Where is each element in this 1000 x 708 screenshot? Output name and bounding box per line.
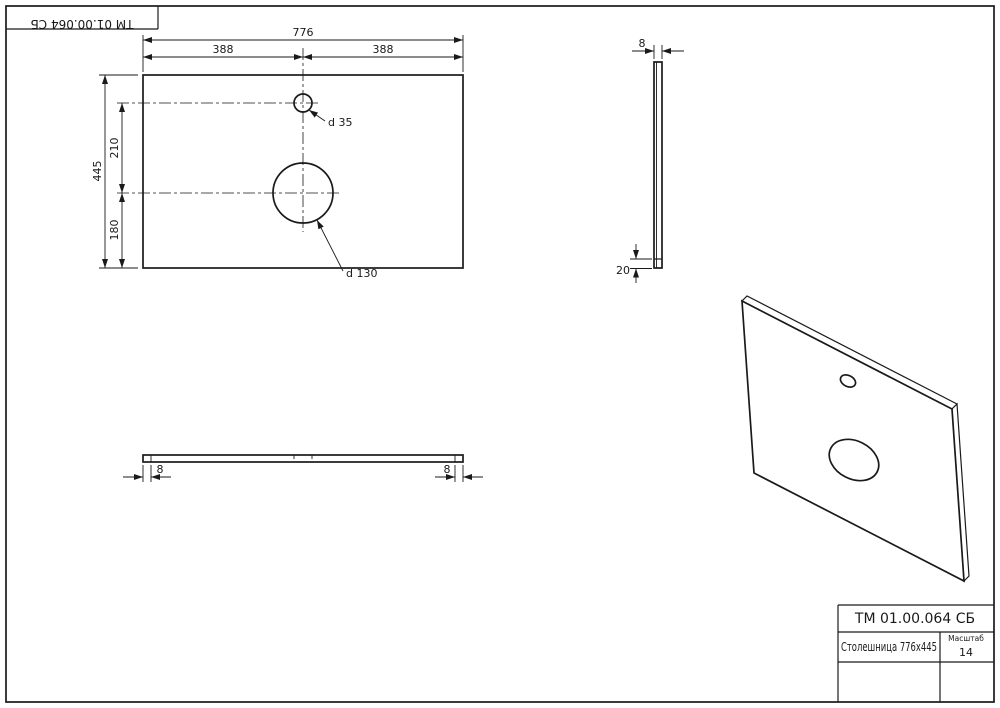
iso-faucet-hole	[839, 374, 857, 388]
dim-left-edge: 8	[123, 463, 171, 482]
label-d130: d 130	[346, 267, 377, 280]
iso-face	[741, 299, 965, 583]
title-block-scale-value: 14	[959, 646, 973, 659]
dim-width-total: 776	[142, 26, 464, 72]
dim-width-left: 388	[143, 43, 303, 60]
isometric-view	[740, 295, 970, 583]
dim-thickness: 8	[632, 37, 684, 59]
side-profile-outline	[653, 61, 663, 269]
dim-label-445: 445	[91, 161, 104, 182]
leader-line	[308, 109, 326, 122]
dim-label-20: 20	[616, 264, 630, 277]
dim-label-8-thickness: 8	[639, 37, 646, 50]
dim-label-210: 210	[108, 138, 121, 159]
dim-center-to-center: 210	[108, 103, 125, 193]
sheet-frame	[5, 5, 995, 703]
title-block: ТМ 01.00.064 СБ Столешница 776x445 Масшт…	[837, 604, 994, 702]
dim-label-776: 776	[293, 26, 314, 39]
top-view: 776 388 388 445 210 180 d 35	[91, 26, 464, 280]
corner-stamp: ТМ 01.00.064 СБ	[6, 6, 159, 31]
title-block-scale-label: Масштаб	[948, 634, 984, 643]
dim-center-to-bottom: 180	[108, 193, 125, 268]
title-block-doc-number: ТМ 01.00.064 СБ	[854, 611, 975, 627]
leader-large-hole: d 130	[316, 219, 377, 280]
corner-stamp-text: ТМ 01.00.064 СБ	[31, 17, 135, 31]
dim-edge: 20	[616, 244, 652, 283]
dim-label-388-left: 388	[213, 43, 234, 56]
label-d35: d 35	[328, 116, 352, 129]
dim-right-edge: 8	[435, 463, 483, 482]
leader-small-hole: d 35	[308, 109, 352, 129]
front-view: 8 8	[123, 454, 483, 482]
iso-sink-hole	[828, 438, 880, 482]
countertop-outline	[142, 74, 464, 269]
title-block-part-title: Столешница 776x445	[841, 640, 937, 654]
front-profile-outline	[142, 454, 464, 463]
side-view: 8 20	[616, 37, 684, 283]
dim-label-180: 180	[108, 220, 121, 241]
dim-label-8-left: 8	[157, 463, 164, 476]
dim-label-8-right: 8	[444, 463, 451, 476]
border-frame	[5, 5, 995, 703]
dim-width-right: 388	[303, 43, 463, 60]
dim-label-388-right: 388	[373, 43, 394, 56]
leader-line	[316, 219, 344, 272]
dim-height-total: 445	[91, 74, 138, 269]
